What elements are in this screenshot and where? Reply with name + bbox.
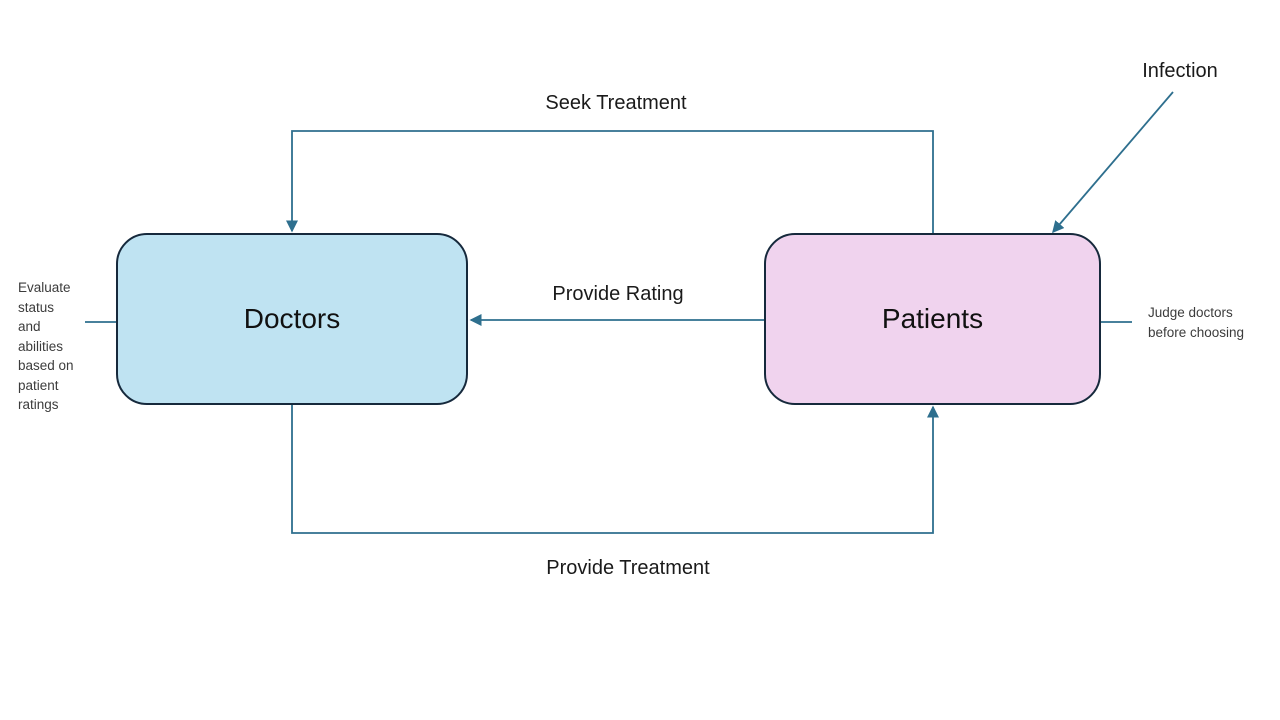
patients-node-label: Patients (881, 303, 984, 334)
provide-treatment-arrow (291, 404, 939, 534)
doctors-node (116, 233, 468, 405)
provide-rating-label: Provide Rating (552, 283, 684, 305)
infection-arrow (1052, 91, 1174, 234)
seek-treatment-label: Seek Treatment (545, 92, 687, 114)
provide-treatment-label: Provide Treatment (546, 557, 710, 579)
seek-treatment-arrow (286, 130, 934, 234)
patients-node (764, 233, 1101, 405)
patients-side-note: Judge doctors before choosing (1148, 305, 1245, 340)
infection-label: Infection (1142, 60, 1218, 82)
doctors-side-note: Evaluate status and abilities based on p… (18, 280, 74, 412)
doctors-node-label: Doctors (243, 303, 341, 334)
